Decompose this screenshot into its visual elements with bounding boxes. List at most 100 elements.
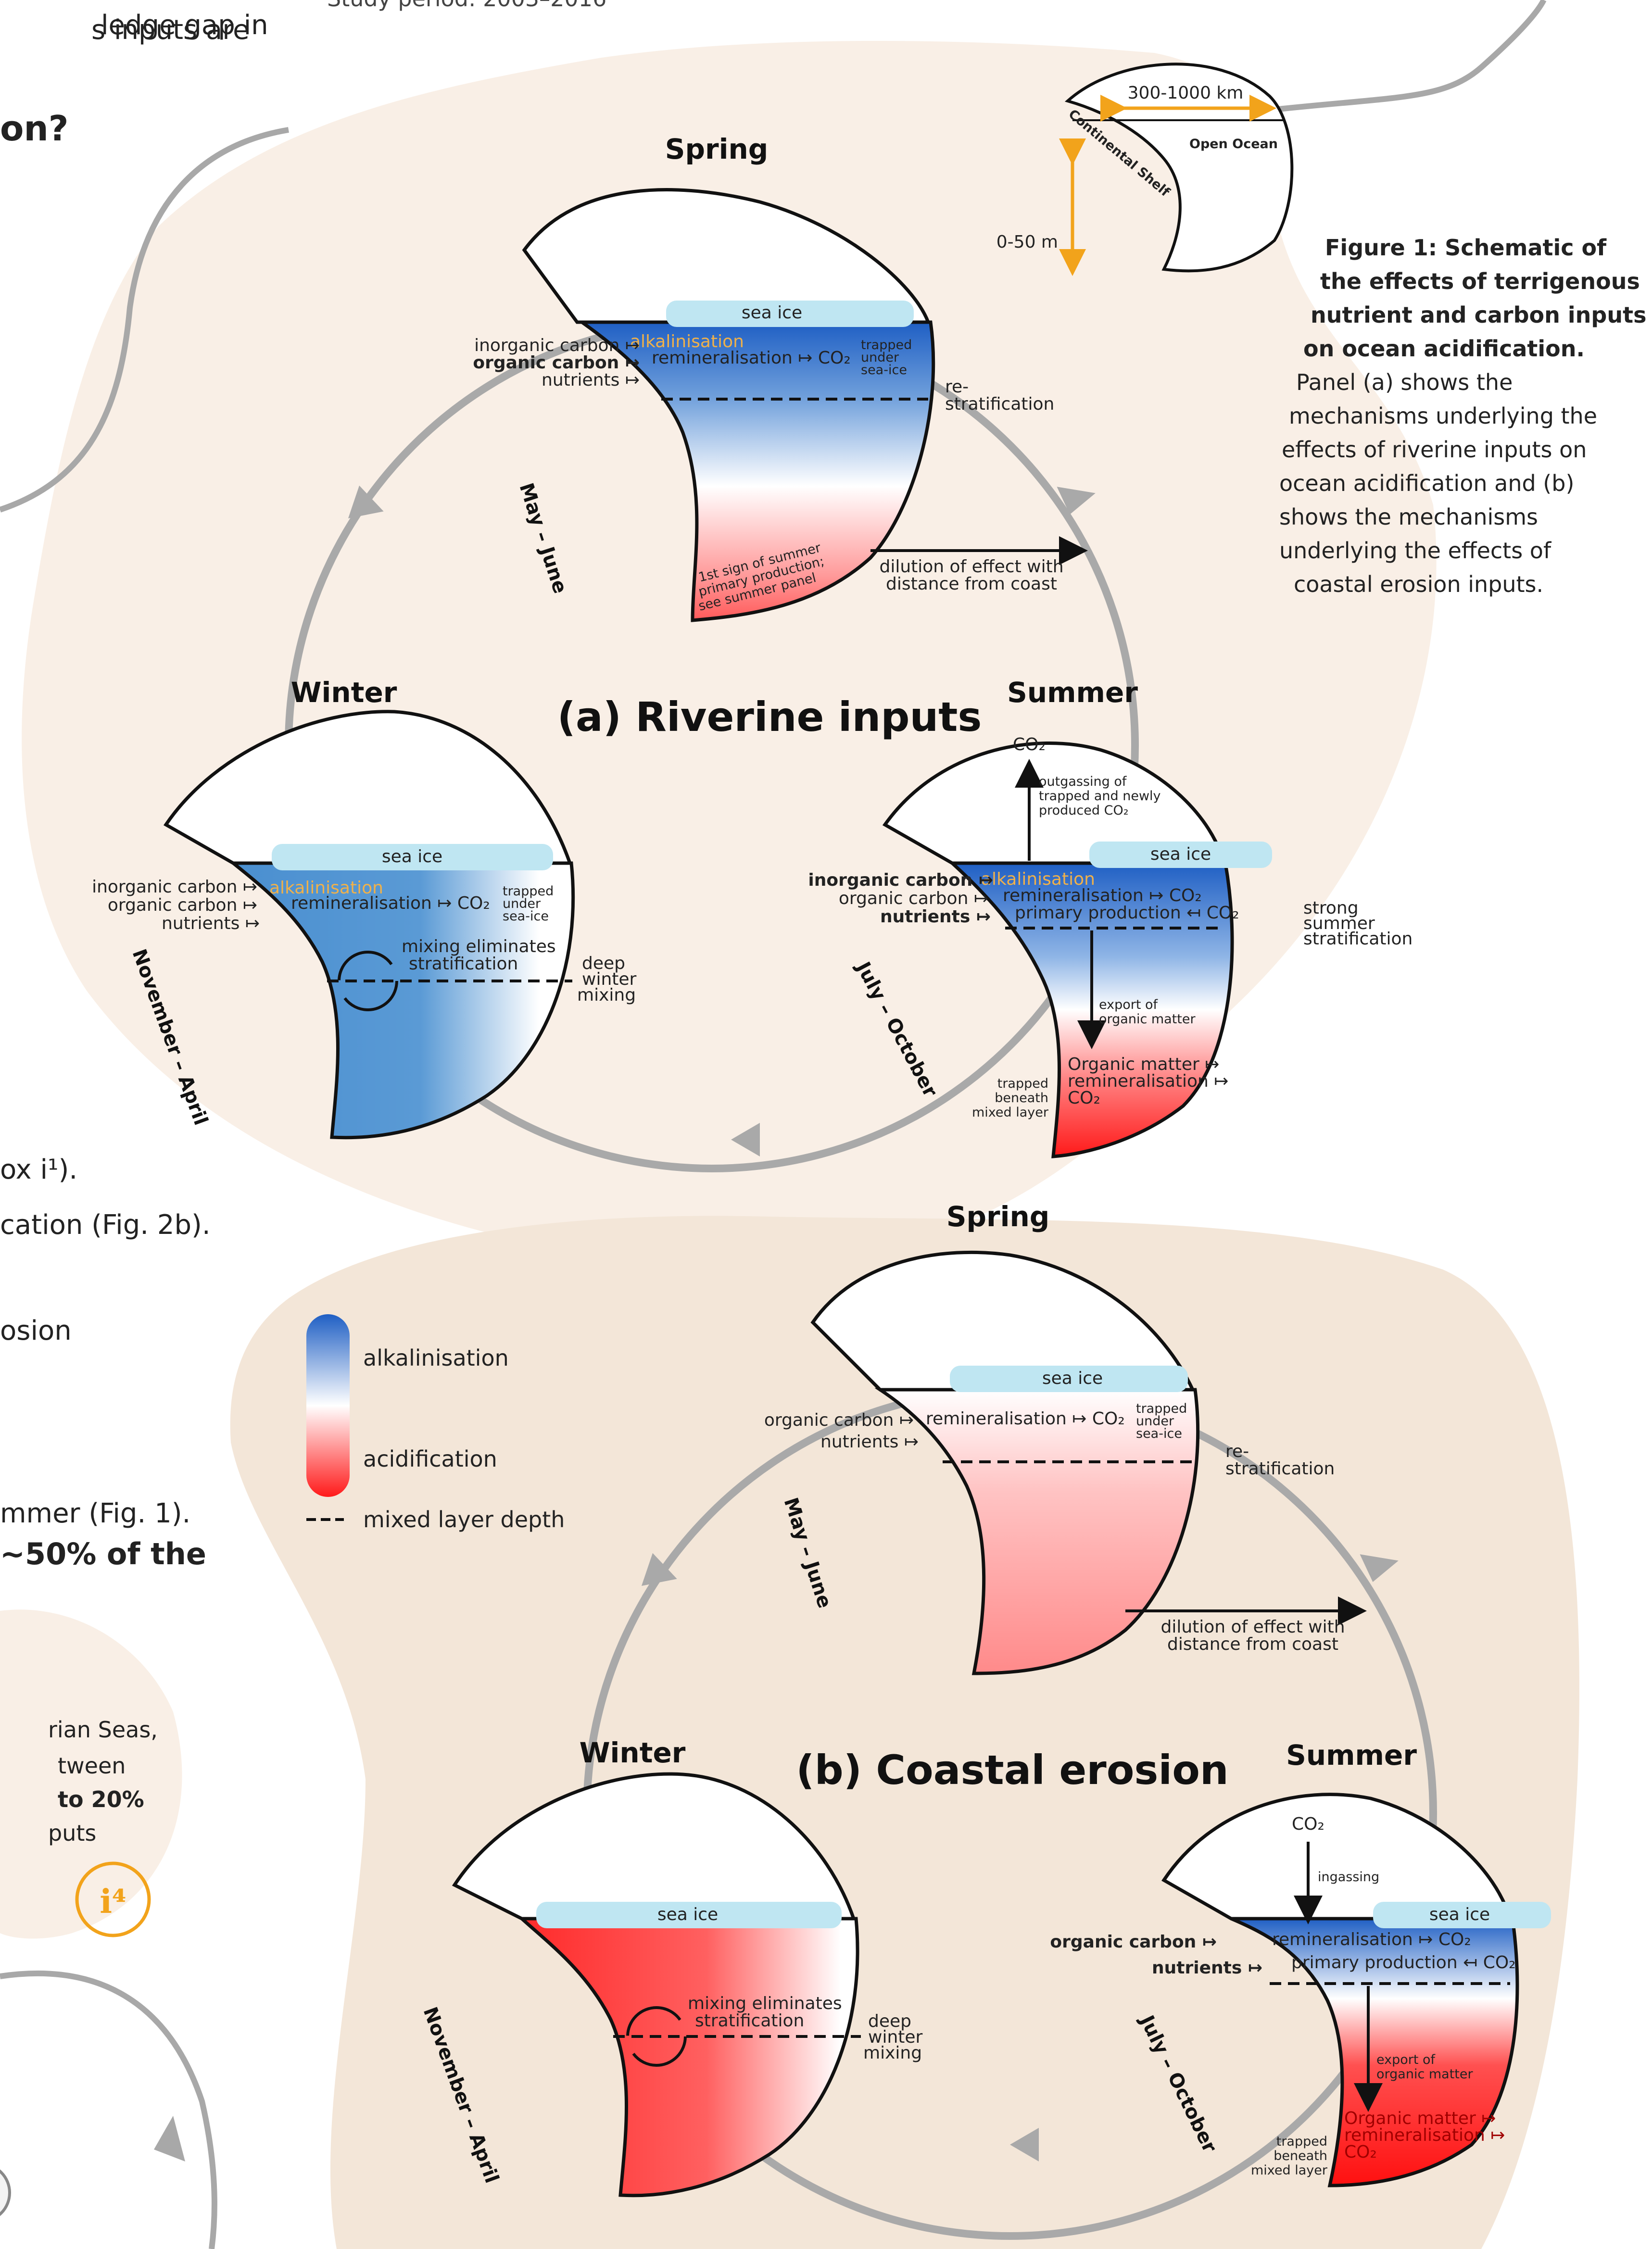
om-label: remineralisation ↦ <box>1068 1071 1228 1091</box>
water-column <box>517 1917 859 2198</box>
om-label: CO₂ <box>1344 2142 1377 2162</box>
legend-mld: mixed layer depth <box>363 1507 565 1533</box>
cycle-arrow <box>1360 1554 1399 1582</box>
sea-ice-label: sea ice <box>1429 1905 1490 1924</box>
input-label: inorganic carbon ↦ <box>474 336 640 355</box>
remin-label: remineralisation ↦ CO₂ <box>1003 886 1202 905</box>
mixing-label: stratification <box>695 2011 804 2031</box>
caption-body: underlying the effects of <box>1279 538 1551 564</box>
season-label: Winter <box>580 1736 686 1769</box>
cycle-arrow <box>1057 487 1096 515</box>
input-label: nutrients ↦ <box>820 1432 919 1452</box>
sea-ice-bar <box>1373 1902 1551 1928</box>
remin-label: remineralisation ↦ CO₂ <box>652 348 851 368</box>
trapped-label: under <box>503 896 541 911</box>
pp-label: primary production ↤ CO₂ <box>1291 1953 1516 1973</box>
caption-body: effects of riverine inputs on <box>1282 437 1587 463</box>
dilution-label: distance from coast <box>886 574 1057 594</box>
input-label: organic carbon ↦ <box>1050 1932 1217 1952</box>
sea-ice-bar <box>950 1366 1188 1392</box>
legend-gradient <box>306 1314 350 1497</box>
export-label: export of <box>1099 997 1159 1012</box>
season-label: Summer <box>1007 676 1138 709</box>
trapped-label: trapped <box>861 338 912 352</box>
sea-ice-bar <box>1089 842 1272 868</box>
summer-b-diagram: Summer July – October sea ice CO₂ ingass… <box>1050 1739 1551 2187</box>
caption-body: ocean acidification and (b) <box>1279 470 1575 496</box>
open-ocean-label: Open Ocean <box>1189 137 1278 151</box>
input-label: inorganic carbon ↦ <box>808 870 993 890</box>
input-label: organic carbon ↦ <box>108 895 257 915</box>
ingas-label: ingassing <box>1318 1870 1379 1885</box>
om-label: Organic matter ↦ <box>1068 1055 1219 1074</box>
caption-title: on ocean acidification. <box>1303 336 1585 362</box>
figure-caption: Figure 1: Schematic of the effects of te… <box>1277 231 1652 601</box>
info-badge-label: i⁴ <box>100 1883 126 1921</box>
deep-label: deep <box>868 2011 911 2031</box>
trapped-label: sea-ice <box>1136 1426 1182 1441</box>
left-text-fragment: ledge gap in <box>101 10 268 41</box>
trapped-label: sea-ice <box>861 363 907 377</box>
mixing-label: stratification <box>409 954 518 974</box>
deep-label: winter <box>582 969 637 989</box>
panel-a-title: (a) Riverine inputs <box>557 693 982 741</box>
cycle-arrow <box>1010 2128 1039 2161</box>
restrat-label: re- <box>1225 1442 1249 1461</box>
distance-label: 300-1000 km <box>1128 83 1244 103</box>
export-label: organic matter <box>1099 1012 1196 1027</box>
season-label: Spring <box>946 1200 1050 1233</box>
trapped-label: trapped <box>997 1076 1048 1091</box>
trapped-label: beneath <box>1274 2148 1327 2163</box>
season-label: Winter <box>291 676 397 709</box>
sky-region <box>882 741 1226 865</box>
left-text-fragment: puts <box>48 1820 97 1846</box>
caption-body: coastal erosion inputs. <box>1294 571 1544 597</box>
input-label: nutrients ↦ <box>1152 1958 1262 1978</box>
top-fragment: Study period: 2003–2016 <box>327 0 606 12</box>
mixing-cycle-icon <box>338 951 398 1011</box>
left-text-fragment: ox i¹). <box>0 1154 78 1185</box>
sea-ice-label: sea ice <box>742 303 802 323</box>
connector-line <box>0 127 289 513</box>
deep-label: mixing <box>863 2043 922 2063</box>
mixing-label: mixing eliminates <box>402 937 556 956</box>
left-text-fragment: osion <box>0 1315 72 1346</box>
background-blob-c <box>0 1609 182 1939</box>
co2-label: CO₂ <box>1013 735 1046 754</box>
connector-arrowhead <box>154 2116 185 2161</box>
sky-region <box>522 188 931 324</box>
caption-body: Panel (a) shows the <box>1296 369 1513 395</box>
strat-label: strong <box>1303 898 1359 918</box>
om-label: Organic matter ↦ <box>1344 2109 1496 2128</box>
water-column <box>228 861 575 1140</box>
restrat-label: re- <box>945 377 969 397</box>
trapped-label: trapped <box>1276 2134 1327 2149</box>
deep-label: deep <box>582 954 625 973</box>
input-label: organic carbon ↦ <box>764 1410 914 1430</box>
input-label: organic carbon ↦ <box>839 889 988 908</box>
background-blob-b <box>230 1216 1579 2249</box>
depth-label: 0-50 m <box>996 232 1058 252</box>
remin-label: remineralisation ↦ CO₂ <box>1272 1930 1471 1949</box>
sea-ice-label: sea ice <box>657 1905 718 1924</box>
export-label: export of <box>1376 2052 1436 2067</box>
sea-ice-label: sea ice <box>1042 1369 1103 1388</box>
cycle-arrow <box>348 485 384 519</box>
export-label: organic matter <box>1376 2067 1474 2082</box>
alk-label: alkalinisation <box>981 869 1095 889</box>
outgas-label: outgassing of <box>1039 774 1127 789</box>
left-text-fragment: rian Seas, <box>48 1717 158 1743</box>
strat-label: stratification <box>1303 929 1412 949</box>
sky-region <box>1161 1793 1513 1921</box>
left-text-fragment: s inputs are <box>91 14 250 46</box>
outgas-label: trapped and newly <box>1039 789 1161 804</box>
left-text-fragment: tween <box>58 1753 126 1779</box>
info-badge-icon[interactable] <box>75 1861 151 1937</box>
alk-label: alkalinisation <box>269 878 383 898</box>
trapped-label: trapped <box>503 884 554 899</box>
strat-label: summer <box>1303 914 1375 933</box>
remin-label: remineralisation ↦ CO₂ <box>291 893 490 913</box>
outgas-label: produced CO₂ <box>1039 803 1129 818</box>
dilution-label: dilution of effect with <box>1160 1617 1345 1637</box>
remin-label: remineralisation ↦ CO₂ <box>926 1409 1125 1429</box>
